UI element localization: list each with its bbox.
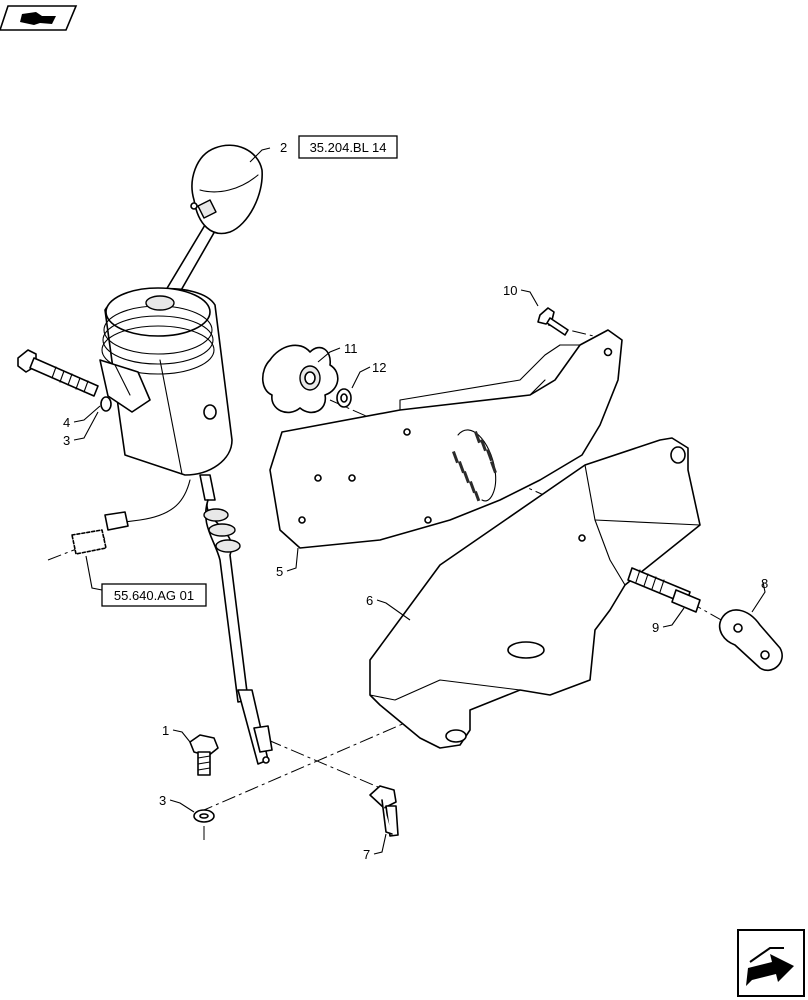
reference-left-text: 55.640.AG 01 bbox=[114, 588, 194, 603]
control-housing bbox=[99, 287, 233, 476]
callout-labels: 2 10 11 12 4 3 5 6 8 9 1 3 7 bbox=[63, 140, 768, 862]
threaded-stud-9 bbox=[627, 567, 701, 613]
callout-8: 8 bbox=[761, 576, 768, 591]
callout-1: 1 bbox=[162, 723, 169, 738]
reference-top-text: 35.204.BL 14 bbox=[310, 140, 387, 155]
callout-11: 11 bbox=[344, 341, 358, 356]
clevis-pin-7 bbox=[369, 785, 399, 837]
callout-3-lower: 3 bbox=[159, 793, 166, 808]
callout-10: 10 bbox=[503, 283, 517, 298]
shift-lever-2 bbox=[159, 144, 263, 307]
book-arrow-icon[interactable] bbox=[0, 5, 78, 31]
callout-12: 12 bbox=[372, 360, 386, 375]
callout-2: 2 bbox=[280, 140, 287, 155]
washer-3b bbox=[193, 809, 215, 823]
star-knob-11 bbox=[261, 344, 339, 414]
callout-4: 4 bbox=[63, 415, 70, 430]
next-page-arrow-icon[interactable] bbox=[737, 929, 805, 997]
bolt-4 bbox=[17, 349, 99, 397]
control-cable bbox=[199, 474, 273, 765]
selector-plate-5 bbox=[269, 329, 623, 549]
washer-3a bbox=[100, 396, 112, 412]
washer-12 bbox=[336, 388, 352, 408]
link-8 bbox=[718, 609, 783, 672]
callout-3-upper: 3 bbox=[63, 433, 70, 448]
leader-lines bbox=[73, 147, 766, 855]
bolt-10 bbox=[537, 307, 569, 336]
callout-6: 6 bbox=[366, 593, 373, 608]
reference-box-top[interactable]: 35.204.BL 14 bbox=[298, 135, 398, 159]
callout-5: 5 bbox=[276, 564, 283, 579]
reference-box-left[interactable]: 55.640.AG 01 bbox=[101, 583, 207, 607]
callout-7: 7 bbox=[363, 847, 370, 862]
hex-bolt-1 bbox=[189, 734, 219, 776]
callout-9: 9 bbox=[652, 620, 659, 635]
wire-harness bbox=[71, 479, 191, 555]
mounting-bracket-6 bbox=[369, 437, 701, 749]
